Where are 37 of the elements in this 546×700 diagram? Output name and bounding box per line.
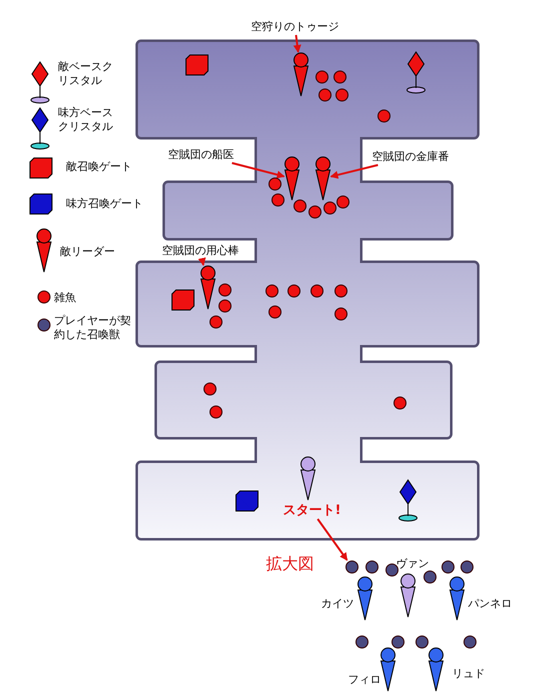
summon-dot bbox=[356, 636, 368, 648]
leader-pin bbox=[284, 156, 300, 200]
legend-label: 敵リーダー bbox=[60, 245, 116, 259]
character-name: ヴァン bbox=[396, 557, 429, 571]
zoom-caption: 拡大図 bbox=[266, 555, 314, 573]
summon-dot bbox=[366, 560, 378, 574]
summon-dot bbox=[424, 570, 436, 584]
character-name: パンネロ bbox=[468, 597, 512, 611]
character-name: リュド bbox=[452, 667, 485, 681]
leader-arrow bbox=[316, 518, 348, 561]
start-label: スタート! bbox=[283, 504, 341, 518]
leader-pin bbox=[200, 266, 216, 310]
leader-arrow bbox=[330, 164, 378, 179]
character-name: カイツ bbox=[321, 597, 354, 611]
callout-label: 空賊団の用心棒 bbox=[162, 244, 239, 258]
legend-label: 敵召喚ゲート bbox=[66, 160, 133, 174]
summon-dot bbox=[346, 560, 358, 574]
callout-label: 空賊団の船医 bbox=[168, 148, 234, 162]
leader-pin bbox=[315, 156, 331, 200]
legend-label: プレイヤーが契約した召喚獣 bbox=[54, 314, 132, 342]
leader-arrow bbox=[232, 162, 285, 179]
leader-arrow bbox=[293, 34, 302, 53]
callout-label: 空狩りのトゥージ bbox=[251, 20, 339, 34]
leader-arrow bbox=[198, 257, 206, 266]
summon-dot bbox=[442, 560, 454, 574]
legend-label: 敵ベースクリスタル bbox=[58, 60, 114, 88]
summon-dot bbox=[460, 560, 474, 574]
character-name: フィロ bbox=[348, 673, 381, 687]
summon-dot bbox=[464, 636, 476, 648]
legend-label: 雑魚 bbox=[54, 291, 77, 305]
summon-dot bbox=[392, 636, 404, 648]
leader-pin bbox=[293, 52, 309, 96]
summon-dot bbox=[386, 564, 398, 576]
legend-label: 味方召喚ゲート bbox=[66, 197, 144, 211]
legend-label: 味方ベースクリスタル bbox=[58, 106, 114, 134]
callout-label: 空賊団の金庫番 bbox=[372, 150, 449, 164]
summon-dot bbox=[416, 636, 428, 648]
